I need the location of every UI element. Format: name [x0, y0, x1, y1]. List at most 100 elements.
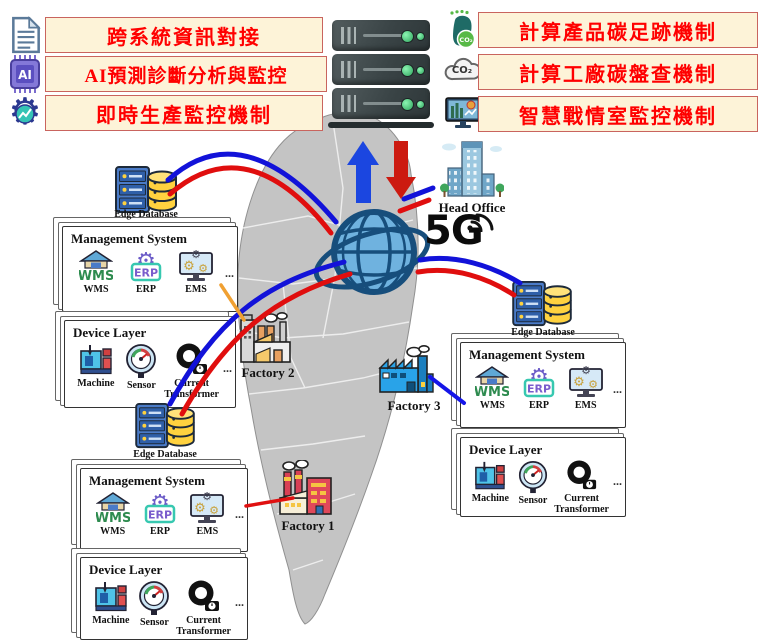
feature-label: 智慧戰情室監控機制: [519, 105, 717, 128]
more-indicator: ...: [235, 595, 244, 610]
edge-database-label: Edge Database: [511, 327, 575, 338]
co2-cloud-icon: CO₂: [444, 57, 482, 81]
svg-text:⚙: ⚙: [202, 491, 212, 503]
erp-icon: ⚙ ERP: [144, 491, 176, 524]
ems-item: ⚙ ⚙ ⚙ EMS: [562, 365, 609, 411]
erp-label: ERP: [149, 526, 170, 537]
feature-label: 即時生產監控機制: [96, 104, 272, 127]
ai-chip-text: AI: [18, 68, 32, 82]
network-5g-label: 5G: [424, 208, 484, 254]
wms-icon-text: WMS: [96, 511, 130, 525]
head-office-label: Head Office: [438, 200, 506, 215]
erp-item: ⚙ ERP ERP: [516, 365, 563, 411]
wms-label: WMS: [83, 284, 109, 295]
sensor-label: Sensor: [139, 617, 169, 628]
sensor-icon: [139, 581, 170, 615]
machine-item: Machine: [469, 460, 512, 504]
sensor-icon: [518, 461, 547, 494]
ems-item: ⚙ ⚙ ⚙ EMS: [184, 491, 231, 537]
feature-label: AI預測診斷分析與監控: [84, 65, 288, 87]
sensor-label: Sensor: [126, 380, 156, 391]
factory-1-icon: [279, 460, 332, 515]
head-office-icon: [440, 141, 504, 197]
wms-label: WMS: [100, 526, 126, 537]
current-transformer-item: Current Transformer: [164, 343, 219, 400]
svg-text:⚙: ⚙: [198, 262, 208, 275]
factory-2-icon: [240, 312, 291, 363]
current-transformer-icon: [566, 460, 596, 490]
current-transformer-label: Current Transformer: [554, 493, 609, 515]
svg-text:⚙: ⚙: [191, 249, 201, 261]
erp-icon-text: ERP: [148, 509, 172, 522]
svg-text:⚙: ⚙: [588, 378, 598, 391]
current-transformer-item: Current Transformer: [554, 460, 609, 515]
server-base: [328, 122, 434, 128]
current-transformer-icon: [176, 343, 207, 374]
carbon-footprint-icon: CO₂: [450, 10, 476, 49]
ems-icon: ⚙ ⚙ ⚙: [190, 491, 225, 523]
wms-icon: WMS: [79, 250, 113, 283]
sensor-item: Sensor: [133, 580, 177, 628]
erp-item: ⚙ ERP ERP: [121, 249, 171, 295]
wms-icon: WMS: [95, 492, 130, 525]
management-system-title: Management System: [89, 473, 205, 488]
machine-item: Machine: [89, 580, 133, 626]
edge-database-icon: [135, 402, 195, 449]
machine-icon: [94, 582, 127, 612]
server-unit-icon: [332, 88, 430, 119]
edge-database-label: Edge Database: [114, 209, 178, 220]
dashboard-monitor-icon: [445, 97, 481, 128]
erp-icon: ⚙ ERP: [523, 365, 555, 398]
feature-box-product-carbon-footprint: 計算產品碳足跡機制: [478, 12, 758, 48]
device-layer-title: Device Layer: [73, 325, 147, 340]
ems-label: EMS: [185, 284, 207, 295]
device-layer-box: Device Layer Machine: [55, 311, 236, 408]
edge-database-label: Edge Database: [133, 449, 197, 460]
upload-arrow-icon: [347, 141, 379, 203]
ems-icon: ⚙ ⚙ ⚙: [179, 249, 213, 281]
device-layer-box: Device Layer Machine: [71, 548, 248, 640]
factory-3-label: Factory 3: [387, 398, 441, 413]
current-transformer-label: Current Transformer: [164, 378, 219, 400]
wms-icon: WMS: [475, 366, 510, 399]
ai-chip-icon: AI: [10, 55, 40, 93]
ems-icon: ⚙ ⚙ ⚙: [568, 365, 603, 397]
ems-label: EMS: [196, 526, 219, 537]
more-indicator: ...: [613, 381, 622, 396]
erp-icon-text: ERP: [527, 383, 551, 396]
feature-box-war-room-monitoring: 智慧戰情室監控機制: [478, 96, 758, 132]
management-system-box: Management System WMS WMS ⚙ ERP: [53, 217, 238, 312]
erp-label: ERP: [136, 284, 156, 295]
svg-text:⚙: ⚙: [209, 504, 219, 517]
machine-item: Machine: [73, 343, 119, 389]
svg-text:⚙: ⚙: [183, 259, 195, 274]
feature-box-cross-system: 跨系統資訊對接: [45, 17, 323, 53]
wms-item: WMS WMS: [89, 491, 136, 537]
gear-chart-icon: ⚙: [8, 93, 41, 133]
erp-icon-text: ERP: [134, 267, 158, 280]
feature-label: 跨系統資訊對接: [107, 26, 261, 49]
erp-icon: ⚙ ERP: [130, 249, 162, 282]
globe-network-icon: [313, 209, 431, 295]
svg-text:⚙: ⚙: [573, 375, 585, 390]
wms-icon-text: WMS: [79, 269, 113, 283]
ems-item: ⚙ ⚙ ⚙ EMS: [171, 249, 221, 295]
ems-label: EMS: [574, 400, 597, 411]
edge-database-icon: [115, 166, 177, 213]
download-arrow-icon: [386, 141, 416, 199]
edge-database-icon: [512, 280, 572, 327]
cloud-co2-text: CO₂: [452, 65, 472, 76]
management-system-box: Management System WMS WMS ⚙ ERP: [71, 459, 248, 552]
document-icon: [12, 16, 41, 54]
device-layer-title: Device Layer: [89, 562, 163, 577]
more-indicator: ...: [235, 506, 244, 521]
signal-waves-icon: [467, 213, 494, 232]
machine-label: Machine: [471, 493, 509, 504]
feature-label: 計算產品碳足跡機制: [519, 21, 717, 44]
footprint-co2-text: CO₂: [459, 36, 472, 44]
erp-item: ⚙ ERP ERP: [136, 491, 183, 537]
wms-icon-text: WMS: [475, 385, 509, 399]
cloud-server-stack: [328, 20, 434, 128]
sensor-label: Sensor: [518, 495, 548, 506]
